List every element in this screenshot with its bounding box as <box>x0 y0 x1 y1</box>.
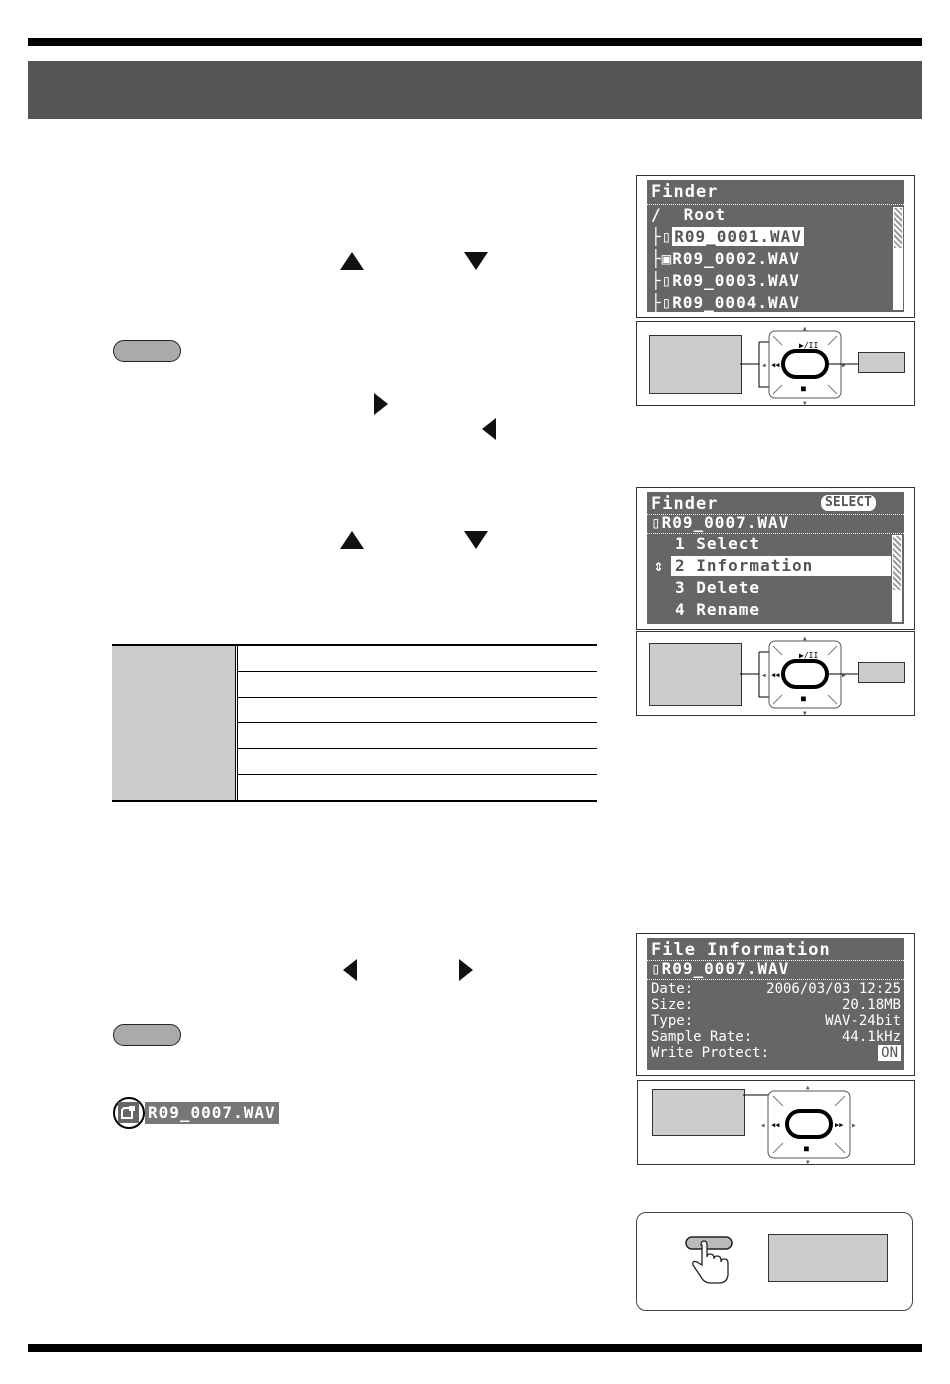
section-banner <box>28 61 922 119</box>
svg-text:◀: ◀ <box>762 672 766 679</box>
svg-text:◀◀: ◀◀ <box>771 361 780 369</box>
control-diagram: ▶/II ◀◀ ■ ▲ ▼ ◀ ▶ <box>636 631 915 716</box>
svg-text:▲: ▲ <box>803 325 807 332</box>
finder-menu-screen: Finder SELECT ▯R09_0007.WAV 1 Select ⇕ 2… <box>636 487 915 630</box>
svg-text:◀: ◀ <box>761 1122 765 1129</box>
screen-title: Finder <box>651 182 719 202</box>
list-item[interactable]: ├▯R09_0001.WAV <box>651 227 804 246</box>
control-diagram: ▶/II ◀◀ ■ ▲ ▼ ◀ ▶ <box>636 321 915 406</box>
svg-text:▼: ▼ <box>806 1159 810 1164</box>
callout-box <box>768 1234 888 1282</box>
control-diagram: ◀◀ ▶▶ ■ ▲ ▼ ◀ ▶ <box>637 1080 915 1165</box>
screen-title: Finder <box>651 494 719 514</box>
menu-item[interactable]: 1 Select <box>675 534 761 553</box>
menu-table <box>112 644 597 802</box>
cursor-pad-icon: ▶/II ◀◀ ■ ▲ ▼ ◀ ▶ <box>740 635 858 715</box>
file-information-screen: File Information ▯R09_0007.WAV Date: 200… <box>636 933 915 1076</box>
svg-text:▶/II: ▶/II <box>799 341 818 350</box>
button-press-diagram <box>636 1212 913 1311</box>
svg-text:◀◀: ◀◀ <box>771 671 780 679</box>
triangle-right-icon <box>374 393 388 415</box>
cursor-pad-icon: ▶/II ◀◀ ■ ▲ ▼ ◀ ▶ <box>740 325 858 405</box>
screen-title: File Information <box>651 940 831 960</box>
list-item[interactable]: ├▯R09_0003.WAV <box>651 271 800 290</box>
svg-text:◀: ◀ <box>762 362 766 369</box>
triangle-up-icon <box>340 252 364 270</box>
svg-text:◀◀: ◀◀ <box>771 1121 780 1129</box>
svg-text:▶: ▶ <box>852 1122 856 1129</box>
callout-box <box>649 335 742 394</box>
callout-box <box>858 352 905 373</box>
list-item[interactable]: ├▣R09_0002.WAV <box>651 249 800 268</box>
svg-text:▶▶: ▶▶ <box>835 1121 844 1129</box>
triangle-up-icon <box>340 531 364 549</box>
file-row: ▯R09_0007.WAV <box>651 513 790 532</box>
top-rule <box>28 38 922 46</box>
root-row: /Root <box>651 205 727 224</box>
finger-press-icon <box>685 1236 733 1284</box>
menu-item[interactable]: 3 Delete <box>675 578 761 597</box>
info-row: Write Protect: ON <box>651 1045 901 1061</box>
bottom-rule <box>28 1344 922 1352</box>
select-badge: SELECT <box>821 495 876 511</box>
triangle-left-icon <box>343 959 357 981</box>
triangle-down-icon <box>464 252 488 270</box>
callout-box <box>649 643 742 706</box>
button-pill-icon <box>113 1024 181 1046</box>
callout-box <box>858 662 905 683</box>
svg-text:▼: ▼ <box>803 710 807 715</box>
svg-text:▶/II: ▶/II <box>799 651 818 660</box>
write-protect-value[interactable]: ON <box>878 1045 901 1061</box>
protected-file-label: R09_0007.WAV <box>145 1102 279 1124</box>
finder-screen: Finder /Root ├▯R09_0001.WAV ├▣R09_0002.W… <box>636 175 915 318</box>
menu-item-selected[interactable]: ⇕ 2 Information <box>647 556 891 576</box>
svg-text:▲: ▲ <box>803 635 807 642</box>
triangle-right-icon <box>459 959 473 981</box>
callout-box <box>652 1089 745 1136</box>
scrollbar[interactable] <box>893 207 903 310</box>
button-pill-icon <box>113 340 181 362</box>
svg-text:▶: ▶ <box>842 362 846 369</box>
info-row: Size: 20.18MB <box>651 997 901 1013</box>
locked-file-icon <box>118 1102 139 1123</box>
svg-text:▲: ▲ <box>806 1084 810 1091</box>
scrollbar[interactable] <box>892 535 902 622</box>
svg-text:■: ■ <box>801 694 806 703</box>
menu-item[interactable]: 4 Rename <box>675 600 761 619</box>
table-header-cell <box>112 646 235 800</box>
triangle-left-icon <box>482 418 496 440</box>
svg-text:▼: ▼ <box>803 400 807 405</box>
write-protect-highlight <box>113 1097 145 1129</box>
svg-text:▶: ▶ <box>842 672 846 679</box>
file-row: ▯R09_0007.WAV <box>651 959 790 978</box>
list-item[interactable]: ├▯R09_0004.WAV <box>651 293 800 312</box>
info-row: Sample Rate: 44.1kHz <box>651 1029 901 1045</box>
svg-text:■: ■ <box>804 1144 809 1153</box>
cursor-pad-icon: ◀◀ ▶▶ ■ ▲ ▼ ◀ ▶ <box>743 1084 856 1164</box>
info-row: Type: WAV-24bit <box>651 1013 901 1029</box>
svg-text:■: ■ <box>801 384 806 393</box>
triangle-down-icon <box>464 531 488 549</box>
info-row: Date: 2006/03/03 12:25 <box>651 981 901 997</box>
